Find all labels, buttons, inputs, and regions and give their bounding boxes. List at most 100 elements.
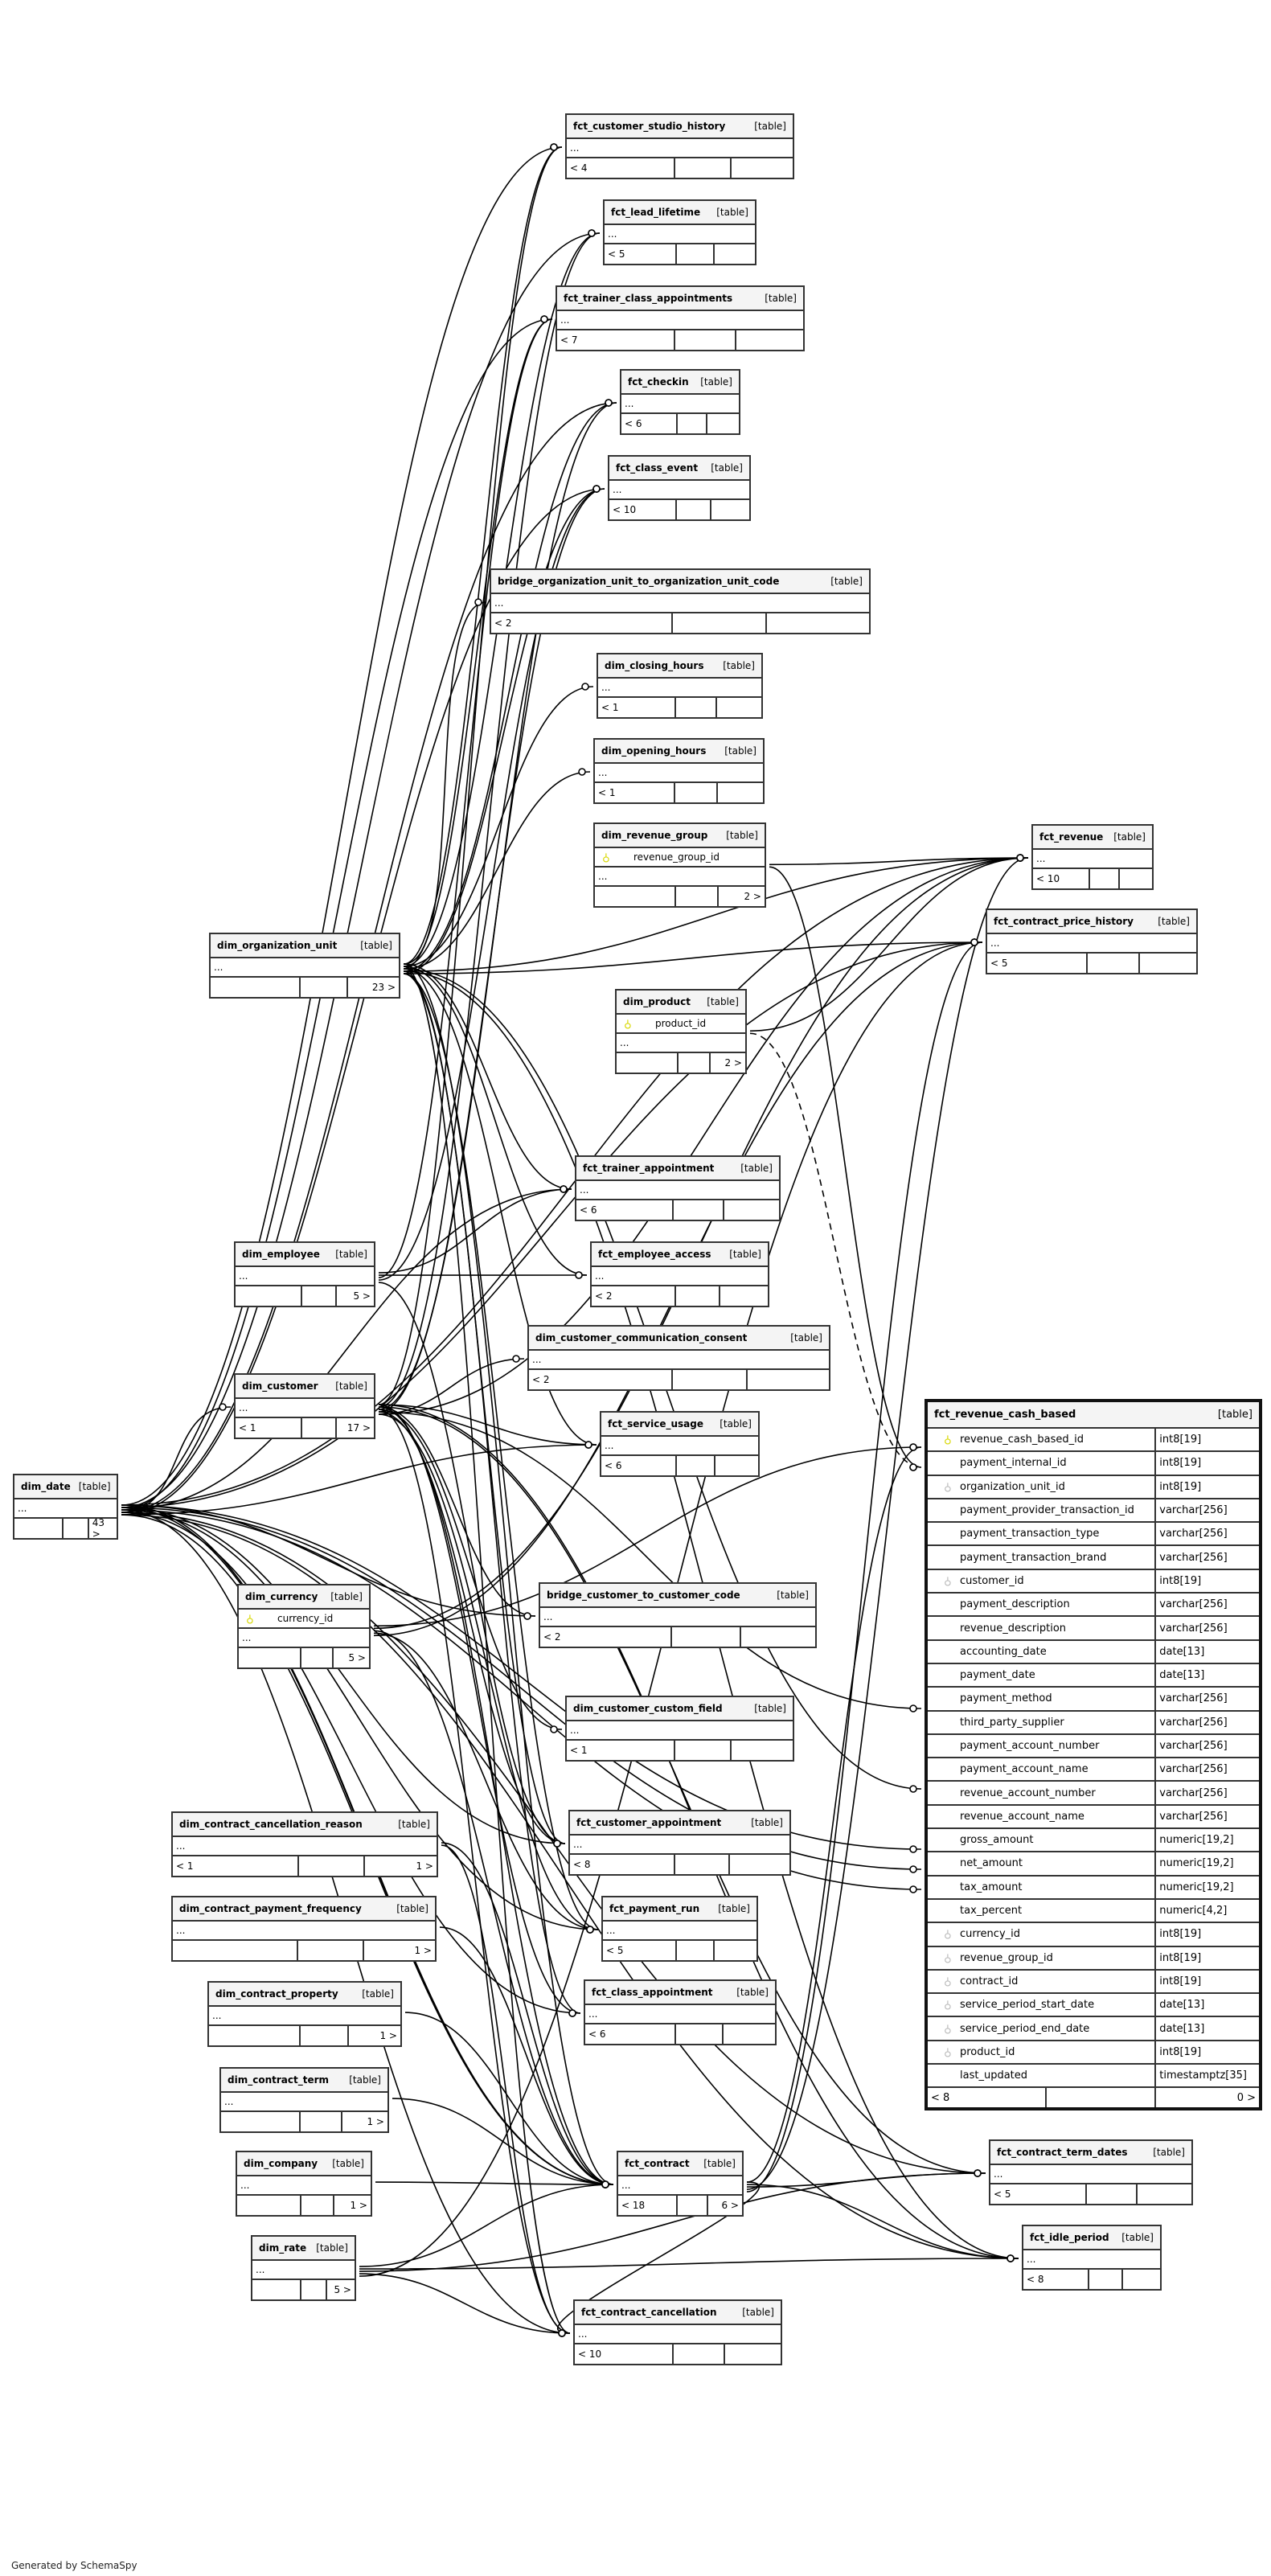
columns-ellipsis[interactable]: ... — [173, 1922, 435, 1941]
table-name[interactable]: dim_contract_property — [215, 1988, 338, 2000]
columns-ellipsis[interactable]: ... — [595, 764, 763, 783]
children-count[interactable]: 1 > — [414, 1945, 432, 1956]
parents-count[interactable]: < 18 — [618, 2196, 678, 2215]
table-name[interactable]: dim_opening_hours — [601, 745, 707, 757]
table-name[interactable]: fct_contract_price_history — [994, 916, 1134, 927]
table-name[interactable]: fct_customer_appointment — [576, 1817, 722, 1828]
table-name[interactable]: fct_customer_studio_history — [573, 121, 726, 132]
table-name[interactable]: fct_idle_period — [1030, 2232, 1109, 2243]
parents-count[interactable]: < 5 — [987, 954, 1088, 973]
table-fct-revenue[interactable]: fct_revenue[table]...< 10 — [1031, 824, 1154, 890]
table-name[interactable]: dim_employee — [242, 1249, 320, 1260]
table-dim-organization-unit[interactable]: dim_organization_unit[table]...23 > — [209, 933, 400, 999]
parents-count[interactable]: < 10 — [575, 2344, 674, 2364]
columns-ellipsis[interactable]: ... — [601, 1437, 758, 1456]
table-fct-class-appointment[interactable]: fct_class_appointment[table]...< 6 — [584, 1979, 777, 2045]
children-count[interactable] — [1140, 954, 1196, 973]
children-count[interactable] — [707, 414, 739, 433]
children-count[interactable]: 2 > — [744, 891, 761, 902]
table-fct-trainer-appointment[interactable]: fct_trainer_appointment[table]...< 6 — [575, 1155, 781, 1221]
parents-count[interactable]: < 6 — [585, 2024, 677, 2044]
table-bridge-customer[interactable]: bridge_customer_to_customer_code[table].… — [539, 1582, 817, 1648]
children-count[interactable] — [717, 698, 761, 717]
table-dim-ccr[interactable]: dim_contract_cancellation_reason[table].… — [171, 1811, 438, 1877]
table-name[interactable]: dim_customer_custom_field — [573, 1703, 723, 1714]
table-dim-customer-custom-field[interactable]: dim_customer_custom_field[table]...< 1 — [565, 1696, 794, 1762]
children-count[interactable] — [725, 2344, 781, 2364]
columns-ellipsis[interactable]: ... — [621, 395, 739, 414]
parents-count[interactable] — [236, 1286, 302, 1306]
table-name[interactable]: dim_product — [623, 996, 691, 1007]
table-dim-currency[interactable]: dim_currency[table]⚲currency_id...5 > — [237, 1584, 371, 1669]
columns-ellipsis[interactable]: ... — [990, 2165, 1191, 2184]
children-count[interactable] — [736, 330, 803, 350]
parents-count[interactable]: < 5 — [990, 2184, 1087, 2204]
columns-ellipsis[interactable]: ... — [609, 481, 749, 500]
columns-ellipsis[interactable]: ... — [576, 1181, 779, 1200]
parents-count[interactable]: < 8 — [1023, 2270, 1089, 2289]
table-name[interactable]: dim_contract_term — [228, 2074, 330, 2086]
columns-ellipsis[interactable]: ... — [598, 679, 761, 698]
table-name[interactable]: fct_employee_access — [598, 1249, 711, 1260]
parents-count[interactable]: < 8 — [570, 1855, 676, 1874]
table-fct-customer-studio-history[interactable]: fct_customer_studio_history[table]...< 4 — [565, 113, 794, 179]
table-name[interactable]: fct_trainer_appointment — [583, 1163, 715, 1174]
columns-ellipsis[interactable]: ... — [585, 2005, 775, 2024]
table-name[interactable]: bridge_customer_to_customer_code — [547, 1589, 740, 1601]
table-dim-closing-hours[interactable]: dim_closing_hours[table]...< 1 — [597, 653, 763, 719]
children-count[interactable] — [730, 1855, 789, 1874]
columns-ellipsis[interactable]: ... — [540, 1608, 815, 1627]
children-count[interactable] — [724, 1200, 779, 1220]
children-count[interactable]: 1 > — [350, 2200, 367, 2211]
table-fct-customer-appointment[interactable]: fct_customer_appointment[table]...< 8 — [568, 1810, 791, 1876]
table-name[interactable]: fct_payment_run — [609, 1903, 700, 1914]
children-count[interactable] — [1123, 2270, 1160, 2289]
children-count[interactable]: 1 > — [379, 2030, 397, 2041]
parents-count[interactable]: < 4 — [567, 158, 675, 178]
columns-ellipsis[interactable]: ... — [209, 2007, 400, 2026]
table-name[interactable]: fct_revenue — [1039, 831, 1104, 843]
table-dim-date[interactable]: dim_date[table]...43 > — [13, 1474, 118, 1540]
parents-count[interactable] — [14, 1519, 64, 1538]
table-fct-contract-term-dates[interactable]: fct_contract_term_dates[table]...< 5 — [989, 2139, 1193, 2205]
table-fct-payment-run[interactable]: fct_payment_run[table]...< 5 — [601, 1896, 758, 1962]
table-fct-revenue-cash-based[interactable]: fct_revenue_cash_based[table]⚲revenue_ca… — [925, 1399, 1262, 2111]
parents-count[interactable]: < 2 — [491, 613, 673, 633]
parents-count[interactable]: < 2 — [592, 1286, 677, 1306]
table-dim-employee[interactable]: dim_employee[table]...5 > — [234, 1241, 375, 1307]
columns-ellipsis[interactable]: ... — [567, 1721, 793, 1741]
parents-count[interactable] — [595, 887, 677, 906]
columns-ellipsis[interactable]: ... — [570, 1836, 789, 1855]
children-count[interactable] — [732, 1741, 793, 1760]
children-count[interactable]: 0 > — [1236, 2091, 1256, 2104]
table-dim-contract-property[interactable]: dim_contract_property[table]...1 > — [207, 1981, 402, 2047]
table-name[interactable]: dim_company — [244, 2158, 318, 2169]
parents-count[interactable] — [221, 2112, 301, 2131]
columns-ellipsis[interactable]: ... — [14, 1499, 117, 1519]
table-fct-checkin[interactable]: fct_checkin[table]...< 6 — [620, 369, 740, 435]
columns-ellipsis[interactable]: ... — [618, 2176, 742, 2196]
table-name[interactable]: dim_closing_hours — [605, 660, 704, 671]
columns-ellipsis[interactable]: ... — [567, 139, 793, 158]
children-count[interactable] — [715, 1941, 756, 1960]
columns-ellipsis[interactable]: ... — [211, 958, 399, 978]
parents-count[interactable]: < 10 — [1033, 869, 1091, 888]
table-name[interactable]: dim_customer_communication_consent — [535, 1332, 748, 1343]
children-count[interactable]: 6 > — [721, 2200, 739, 2211]
table-dim-cpf[interactable]: dim_contract_payment_frequency[table]...… — [171, 1896, 437, 1962]
parents-count[interactable] — [173, 1941, 299, 1960]
columns-ellipsis[interactable]: ... — [592, 1267, 768, 1286]
